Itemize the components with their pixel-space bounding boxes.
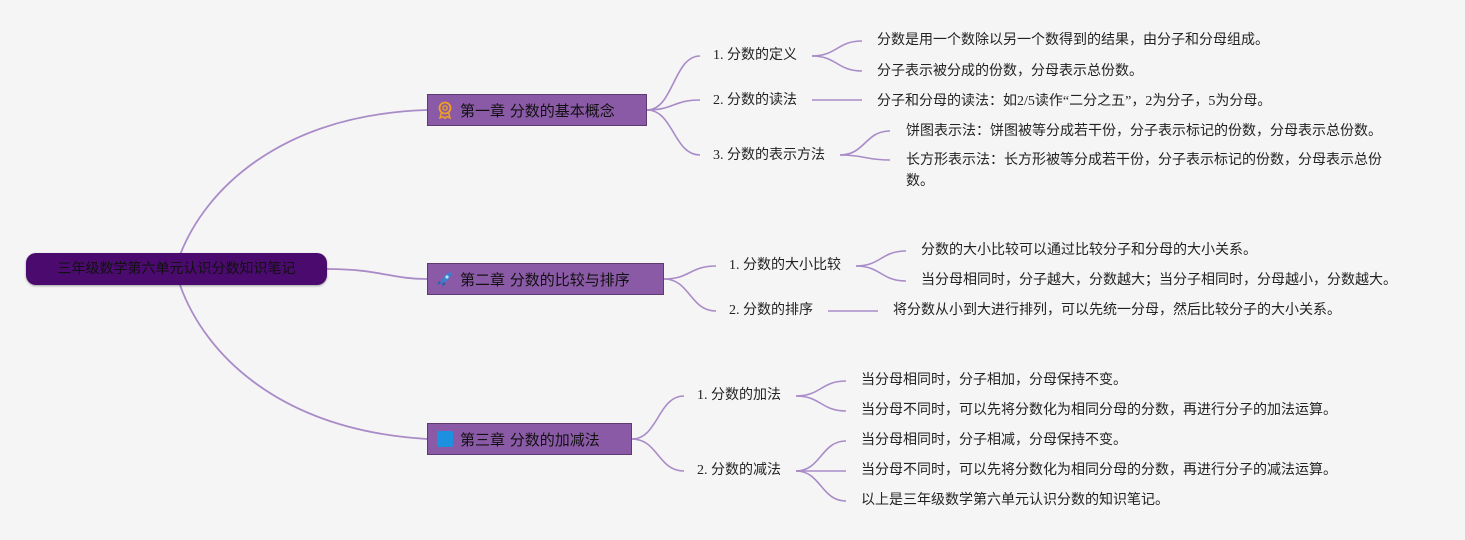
leaf-note[interactable]: 长方形表示法：长方形被等分成若干份，分子表示标记的份数，分母表示总份数。 — [906, 153, 1382, 189]
award-ribbon-icon — [438, 101, 452, 119]
root-to-chapter-1-line — [179, 109, 428, 256]
chapter-to-section-line — [646, 109, 701, 156]
leaf-note[interactable]: 分子和分母的读法：如2/5读作“二分之五”，2为分子，5为分母。 — [877, 94, 1272, 109]
leaf-note[interactable]: 当分母相同时，分子相减，分母保持不变。 — [861, 433, 1127, 448]
chapter-1-title: 第一章 分数的基本概念 — [460, 102, 615, 120]
chapter-3-title: 第三章 分数的加减法 — [460, 431, 600, 449]
section-to-leaf-line — [839, 130, 891, 156]
root-to-chapter-2-line — [326, 268, 428, 280]
chapter-3-topic[interactable]: 第三章 分数的加减法 — [427, 423, 632, 455]
leaf-note[interactable]: 当分母不同时，可以先将分数化为相同分母的分数，再进行分子的加法运算。 — [861, 403, 1337, 418]
leaf-note[interactable]: 分子表示被分成的份数，分母表示总份数。 — [877, 64, 1143, 79]
chapter-2-topic[interactable]: 第二章 分数的比较与排序 — [427, 263, 664, 295]
chapter-2-title: 第二章 分数的比较与排序 — [460, 271, 630, 289]
chapter-to-section-line — [663, 265, 717, 280]
section-to-leaf-line — [811, 40, 863, 57]
leaf-note[interactable]: 将分数从小到大进行排列，可以先统一分母，然后比较分子的大小关系。 — [893, 303, 1341, 318]
leaf-note[interactable]: 饼图表示法：饼图被等分成若干份，分子表示标记的份数，分母表示总份数。 — [906, 124, 1382, 139]
section-label[interactable]: 2. 分数的排序 — [729, 303, 813, 318]
leaf-note[interactable]: 当分母不同时，可以先将分数化为相同分母的分数，再进行分子的减法运算。 — [861, 463, 1337, 478]
leaf-note[interactable]: 当分母相同时，分子相加，分母保持不变。 — [861, 373, 1127, 388]
root-to-chapter-3-line — [179, 284, 428, 440]
section-to-leaf-line — [795, 440, 847, 472]
chapter-to-section-line — [631, 438, 685, 472]
chapter-1-topic[interactable]: 第一章 分数的基本概念 — [427, 94, 647, 126]
section-to-leaf-line — [811, 55, 863, 72]
chapter-to-section-line — [631, 395, 685, 440]
leaf-note[interactable]: 分数的大小比较可以通过比较分子和分母的大小关系。 — [921, 243, 1257, 258]
section-to-leaf-line — [855, 250, 907, 267]
root-topic[interactable]: 三年级数学第六单元认识分数知识笔记 — [26, 253, 327, 285]
chapter-to-section-line — [646, 55, 701, 111]
section-label[interactable]: 1. 分数的加法 — [697, 388, 781, 403]
section-to-leaf-line — [839, 154, 891, 161]
section-to-leaf-line — [795, 380, 847, 397]
section-to-leaf-line — [795, 470, 847, 502]
chapter-to-section-line — [646, 99, 701, 111]
chapter-to-section-line — [663, 278, 717, 312]
leaf-note[interactable]: 当分母相同时，分子越大，分数越大；当分子相同时，分母越小，分数越大。 — [921, 273, 1397, 288]
section-label[interactable]: 2. 分数的减法 — [697, 463, 781, 478]
section-to-leaf-line — [795, 395, 847, 412]
leaf-note[interactable]: 以上是三年级数学第六单元认识分数的知识笔记。 — [861, 493, 1169, 508]
blue-square-icon — [437, 431, 453, 447]
leaf-note[interactable]: 分数是用一个数除以另一个数得到的结果，由分子和分母组成。 — [877, 33, 1269, 48]
section-label[interactable]: 1. 分数的定义 — [713, 48, 797, 63]
section-to-leaf-line — [855, 265, 907, 282]
section-label[interactable]: 1. 分数的大小比较 — [729, 258, 841, 273]
section-label[interactable]: 2. 分数的读法 — [713, 93, 797, 108]
section-label[interactable]: 3. 分数的表示方法 — [713, 148, 825, 163]
rocket-icon — [437, 272, 452, 286]
